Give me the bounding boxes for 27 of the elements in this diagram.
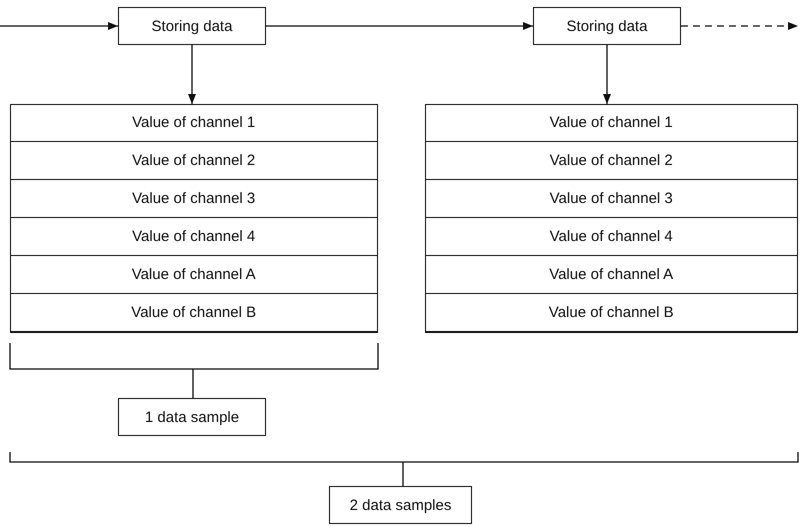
label-text: Value of channel 3 xyxy=(550,190,673,207)
process-box xyxy=(118,398,266,436)
data-table xyxy=(425,104,798,333)
arrow xyxy=(188,45,196,104)
label-text: Value of channel 4 xyxy=(550,228,673,245)
label-text: Value of channel 1 xyxy=(132,114,256,131)
arrow xyxy=(0,22,118,30)
process-box xyxy=(533,7,681,45)
label-text: Value of channel A xyxy=(132,266,256,283)
arrow xyxy=(681,22,798,30)
label-text: 1 data sample xyxy=(144,408,240,426)
process-box xyxy=(329,486,472,524)
arrow xyxy=(603,45,611,104)
label-text: Storing data xyxy=(152,18,232,34)
arrow xyxy=(266,22,533,30)
label-text: Value of channel 1 xyxy=(550,114,673,131)
label-text: Value of channel 4 xyxy=(132,228,256,245)
label-text: Value of channel 2 xyxy=(550,152,673,169)
process-box xyxy=(118,7,266,45)
label-text: Storing data xyxy=(566,18,648,34)
label-text: Value of channel A xyxy=(549,266,674,283)
label-text: Value of channel B xyxy=(131,304,256,321)
label-text: Value of channel 2 xyxy=(132,152,256,169)
data-table xyxy=(10,104,378,333)
label-text: Value of channel B xyxy=(548,304,674,321)
label-text: Value of channel 3 xyxy=(132,190,256,207)
label-text: 2 data samples xyxy=(350,496,452,514)
